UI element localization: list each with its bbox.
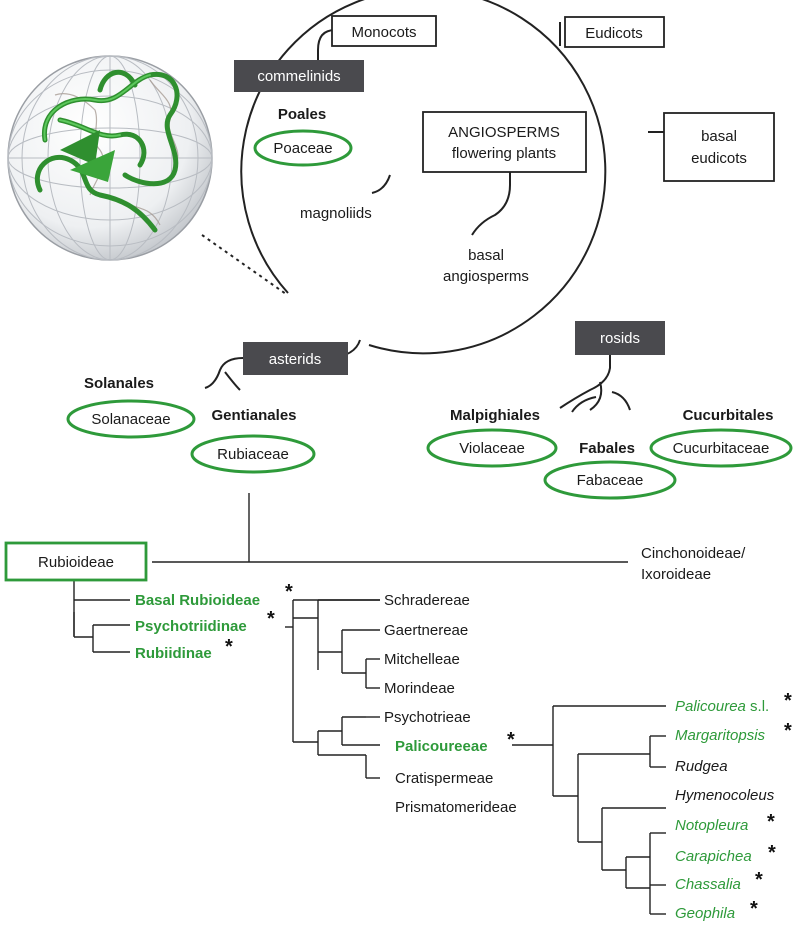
tribe-morindeae: Morindeae [384,680,455,697]
rubiaceae-tree-lines [73,493,666,915]
magnoliids-label: magnoliids [300,205,372,222]
svg-text:flowering plants: flowering plants [452,145,556,162]
family-solanaceae: Solanaceae [66,399,196,439]
genus-margaritopsis: Margaritopsis * [675,720,792,744]
order-solanales: Solanales [84,375,154,392]
family-violaceae: Violaceae [426,428,558,468]
rubioideae-box: Rubioideae [4,541,148,582]
family-fabaceae: Fabaceae [543,460,677,500]
rosids-box: rosids [575,321,665,355]
svg-text:Margaritopsis: Margaritopsis [675,727,766,744]
svg-text:*: * [225,636,233,658]
tribe-gaertnereae: Gaertnereae [384,622,468,639]
svg-text:Rubioideae: Rubioideae [38,554,114,571]
clade-basal-rubioideae: Basal Rubioideae * [135,581,293,609]
svg-text:*: * [784,690,792,712]
order-malpighiales: Malpighiales [450,407,540,424]
order-fabales: Fabales [579,440,635,457]
basal-eudicots-box: basal eudicots [663,112,775,182]
svg-text:Palicoureeae: Palicoureeae [395,738,488,755]
svg-text:Palicourea s.l.: Palicourea s.l. [675,698,769,715]
genus-palicourea: Palicourea s.l. * [675,690,792,715]
genus-chassalia: Chassalia * [675,869,763,893]
family-cucurbitaceae: Cucurbitaceae [649,428,793,468]
svg-text:*: * [750,898,758,920]
eudicots-box: Eudicots [564,16,665,48]
svg-text:Fabaceae: Fabaceae [577,472,644,489]
globe-icon [7,55,213,261]
svg-text:*: * [285,581,293,603]
svg-text:*: * [767,811,775,833]
svg-text:*: * [768,842,776,864]
angiosperm-tree [201,0,664,413]
svg-text:Notopleura: Notopleura [675,817,748,834]
family-poaceae: Poaceae [253,129,353,167]
clade-rubiidinae: Rubiidinae * [135,636,233,662]
tribe-psychotrieae: Psychotrieae [384,709,471,726]
tribe-schradereae: Schradereae [384,592,470,609]
svg-text:basal: basal [701,128,737,145]
svg-text:Carapichea: Carapichea [675,848,752,865]
svg-text:Rubiidinae: Rubiidinae [135,645,212,662]
svg-text:Geophila: Geophila [675,905,735,922]
genus-hymenocoleus: Hymenocoleus [675,787,775,804]
svg-text:commelinids: commelinids [257,68,340,85]
angiosperm-arc [240,0,607,355]
order-poales: Poales [278,106,326,123]
svg-text:Eudicots: Eudicots [585,25,643,42]
genus-carapichea: Carapichea * [675,842,776,865]
order-cucurbitales: Cucurbitales [683,407,774,424]
cinchonoideae-label-2: Ixoroideae [641,566,711,583]
order-gentianales: Gentianales [211,407,296,424]
genus-rudgea: Rudgea [675,758,728,775]
basal-angiosperms-label-1: basal [468,247,504,264]
magnoliids-branch [371,174,391,194]
genus-notopleura: Notopleura * [675,811,775,834]
tribe-mitchelleae: Mitchelleae [384,651,460,668]
svg-text:asterids: asterids [269,351,322,368]
tribe-cratispermeae: Cratispermeae [395,770,493,787]
tribe-palicoureeae: Palicoureeae * [395,729,515,755]
svg-text:Cucurbitaceae: Cucurbitaceae [673,440,770,457]
asterids-box: asterids [243,342,348,375]
svg-text:ANGIOSPERMS: ANGIOSPERMS [448,124,560,141]
svg-text:*: * [755,869,763,891]
angiosperms-center-box: ANGIOSPERMS flowering plants [422,111,587,173]
tribe-prismatomerideae: Prismatomerideae [395,799,517,816]
basal-angiosperms-label-2: angiosperms [443,268,529,285]
svg-text:Chassalia: Chassalia [675,876,741,893]
monocots-box: Monocots [331,15,437,47]
svg-text:rosids: rosids [600,330,640,347]
svg-text:Solanaceae: Solanaceae [91,411,170,428]
svg-text:*: * [507,729,515,751]
genus-geophila: Geophila * [675,898,758,922]
cinchonoideae-label-1: Cinchonoideae/ [641,545,746,562]
svg-text:eudicots: eudicots [691,150,747,167]
dotted-connector [201,234,287,295]
svg-text:Poaceae: Poaceae [273,140,332,157]
svg-text:*: * [267,608,275,630]
commelinids-box: commelinids [234,60,364,92]
svg-text:Rubiaceae: Rubiaceae [217,446,289,463]
clade-psychotriidinae: Psychotriidinae * [135,608,275,635]
family-rubiaceae: Rubiaceae [190,434,316,474]
svg-text:*: * [784,720,792,742]
svg-text:Basal Rubioideae: Basal Rubioideae [135,592,260,609]
svg-text:Violaceae: Violaceae [459,440,525,457]
svg-text:Monocots: Monocots [351,24,416,41]
center-to-basal-line [471,165,511,236]
svg-text:Psychotriidinae: Psychotriidinae [135,618,247,635]
